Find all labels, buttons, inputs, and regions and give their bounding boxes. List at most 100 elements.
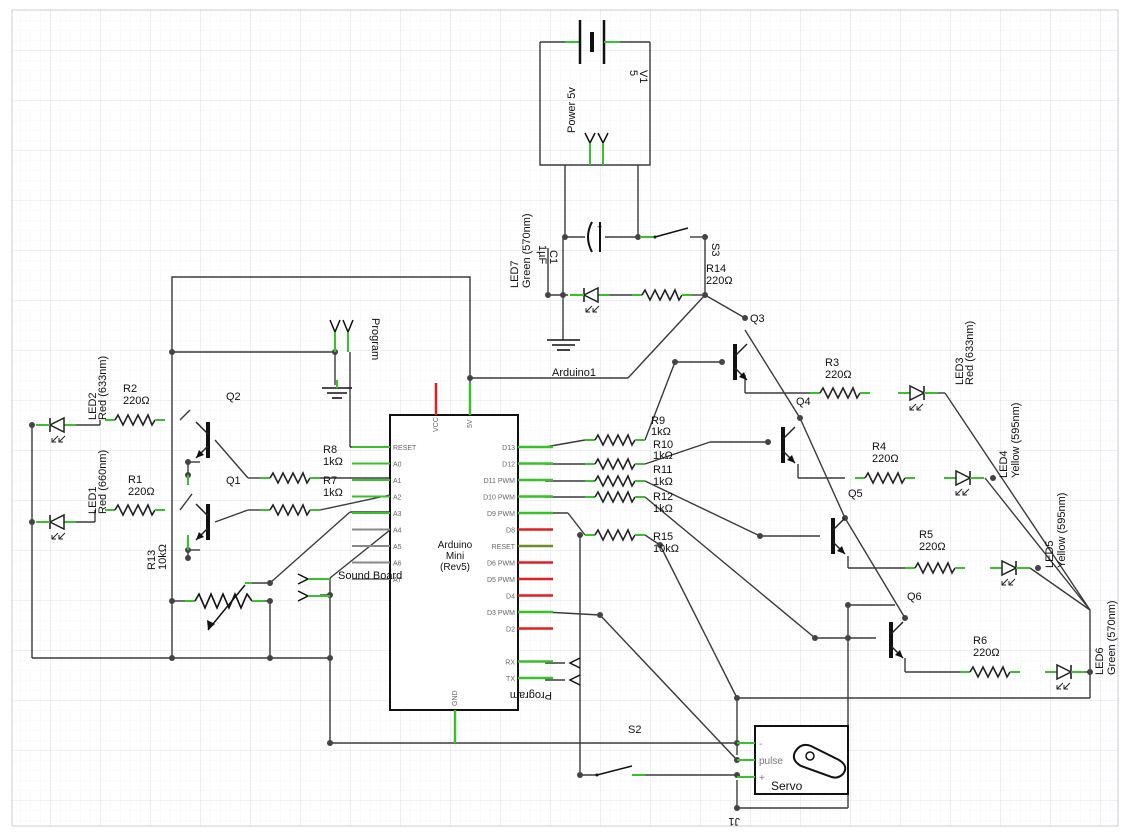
r3-name: R3 (825, 357, 839, 369)
arduino-mini[interactable] (389, 383, 519, 743)
r10-name: R10 (653, 439, 673, 451)
arduino-pin-label: D9 PWM (487, 511, 515, 518)
program-bottom-label: Program (510, 689, 552, 701)
q3-label: Q3 (750, 313, 765, 325)
arduino-pin-label: D4 (506, 594, 515, 601)
arduino-pin-label: D13 (502, 445, 515, 452)
battery-v1[interactable] (565, 20, 620, 64)
capacitor-value: 1µF (536, 245, 548, 264)
arduino-subtitle: Mini (446, 551, 464, 562)
switch-s2[interactable] (595, 765, 646, 777)
switch-s3[interactable] (640, 227, 689, 239)
arduino-pin-label: A0 (393, 462, 402, 469)
r7-name: R7 (323, 475, 337, 487)
servo-minus: - (759, 739, 762, 750)
r11-value: 1kΩ (653, 476, 673, 488)
q4-label: Q4 (796, 396, 811, 408)
r10-value: 1kΩ (653, 450, 673, 462)
r14-value: 220Ω (706, 275, 733, 287)
arduino1-label: Arduino1 (552, 367, 596, 379)
q5-label: Q5 (848, 488, 863, 500)
r8-value: 1kΩ (323, 456, 343, 468)
sound-board-label: Sound Board (338, 570, 402, 582)
r12-value: 1kΩ (653, 503, 673, 515)
arduino-pin-label: RESET (393, 445, 417, 452)
arduino-pin-label: A1 (393, 478, 402, 485)
arduino-pin-label: D8 (506, 528, 515, 535)
led5-value: Yellow (595nm) (1056, 493, 1068, 568)
r15-value: 10kΩ (653, 543, 679, 555)
arduino-pin-label: D6 PWM (487, 561, 515, 568)
arduino-pin-label: A7 (393, 577, 402, 584)
arduino-pin-label: A3 (393, 511, 402, 518)
sound-board-connector[interactable] (297, 573, 330, 602)
r9-name: R9 (651, 415, 665, 427)
r4-name: R4 (872, 441, 886, 453)
q6-label: Q6 (907, 591, 922, 603)
led4-name: LED4 (998, 450, 1010, 478)
r6-value: 220Ω (973, 647, 1000, 659)
r9-value: 1kΩ (651, 426, 671, 438)
arduino-pin-label: D2 (506, 627, 515, 634)
arduino-pin-label: A2 (393, 495, 402, 502)
led5-name: LED5 (1044, 540, 1056, 568)
arduino-pin-label: RESET (492, 544, 516, 551)
j1-label: J1 (728, 815, 740, 827)
led3-value: Red (633nm) (964, 321, 976, 385)
r3-value: 220Ω (825, 369, 852, 381)
r2-name: R2 (123, 383, 137, 395)
battery-value: 5 (627, 70, 639, 76)
r5-name: R5 (919, 529, 933, 541)
arduino-pin-label: D10 PWM (483, 495, 515, 502)
led2-name: LED2 (87, 392, 99, 420)
potentiometer[interactable] (185, 582, 265, 631)
servo-label: Servo (771, 779, 803, 793)
led7-value: Green (570nm) (521, 213, 533, 288)
led1-name: LED1 (87, 486, 99, 514)
r13-name: R13 (146, 550, 158, 570)
arduino-pin-label: A6 (393, 561, 402, 568)
q2-label: Q2 (226, 391, 241, 403)
r15-name: R15 (653, 531, 673, 543)
r4-value: 220Ω (872, 453, 899, 465)
r6-name: R6 (973, 635, 987, 647)
capacitor-name: C1 (547, 250, 559, 264)
q1-label: Q1 (226, 475, 241, 487)
program-top-label: Program (369, 318, 381, 360)
power-label: Power 5v (566, 87, 578, 133)
led3-name: LED3 (954, 357, 966, 385)
r1-name: R1 (128, 474, 142, 486)
arduino-pin-label: D11 PWM (484, 478, 516, 485)
led7-name: LED7 (509, 260, 521, 288)
wires (31, 41, 1091, 809)
capacitor-c1[interactable]: + (587, 221, 602, 253)
ground-icon-left (322, 380, 352, 399)
r13-value: 10kΩ (157, 544, 169, 570)
r5-value: 220Ω (919, 541, 946, 553)
arduino-pin-label: A5 (393, 544, 402, 551)
ground-icon (547, 339, 580, 351)
arduino-gnd: GND (452, 690, 459, 706)
led2-value: Red (633nm) (97, 356, 109, 420)
grid-background (12, 10, 1118, 826)
r1-value: 220Ω (128, 486, 155, 498)
arduino-pin-label: TX (506, 676, 515, 683)
r11-name: R11 (653, 464, 672, 476)
servo-motor[interactable] (737, 725, 849, 795)
program-connector-bottom[interactable] (568, 657, 581, 686)
battery-name: V1 (637, 70, 649, 83)
arduino-pin-label: RX (505, 660, 515, 667)
power-5v-connector[interactable] (584, 132, 609, 165)
junction-dots (29, 234, 1093, 811)
arduino-vcc: VCC (433, 417, 440, 432)
arduino-pin-label: D5 PWM (487, 577, 515, 584)
r7-value: 1kΩ (323, 487, 343, 499)
led6-name: LED6 (1094, 647, 1106, 675)
program-connector-top[interactable] (329, 319, 354, 352)
led4-value: Yellow (595nm) (1010, 403, 1022, 478)
arduino-title: Arduino (438, 540, 473, 551)
servo-pulse: pulse (759, 756, 783, 767)
switch-s3-label: S3 (709, 243, 721, 256)
